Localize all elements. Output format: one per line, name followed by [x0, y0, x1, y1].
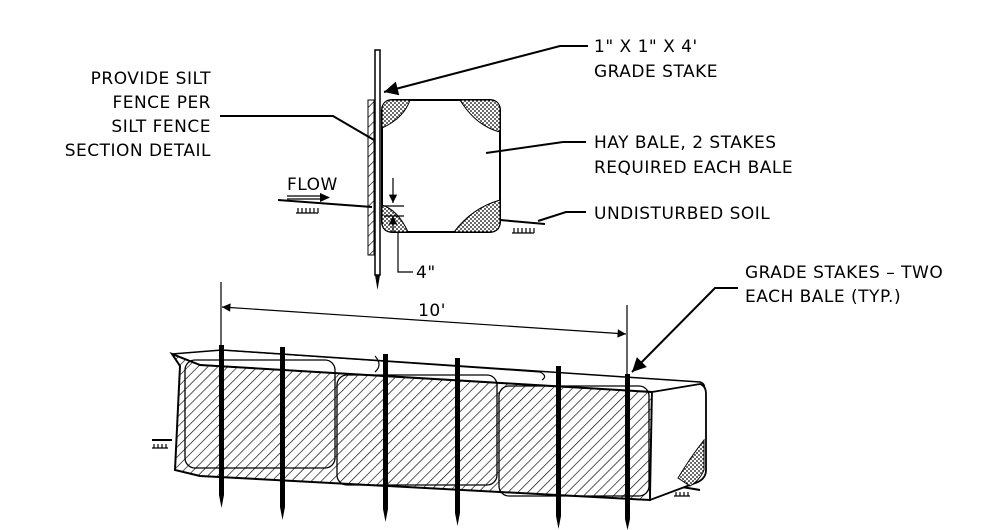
- stakes-leader: [631, 287, 738, 373]
- grade-stake: [219, 345, 224, 508]
- stakes-note-line: EACH BALE (TYP.): [745, 287, 901, 307]
- grade-stake-leader: [383, 45, 588, 96]
- bale-front-face: [169, 351, 654, 502]
- silt-fence-note: PROVIDE SILT FENCE PER SILT FENCE SECTIO…: [65, 69, 211, 161]
- hay-bale-section: [381, 99, 501, 233]
- ground-line: [277, 199, 546, 234]
- silt-fence-note-line: SECTION DETAIL: [65, 141, 211, 161]
- bale-end-face: [649, 383, 707, 502]
- embed-dimension-label: 4": [416, 263, 436, 283]
- grade-stake-note-line: 1" X 1" X 4': [594, 37, 698, 57]
- isometric-view: 10': [152, 282, 738, 530]
- soil-note: UNDISTURBED SOIL: [594, 204, 770, 224]
- hay-bale-note-line: REQUIRED EACH BALE: [594, 158, 793, 178]
- hay-bale-note: HAY BALE, 2 STAKES REQUIRED EACH BALE: [594, 133, 793, 178]
- spacing-dimension: [220, 282, 628, 374]
- grade-stake: [280, 347, 285, 520]
- silt-fence-note-line: SILT FENCE: [111, 117, 211, 137]
- grade-stake: [383, 354, 388, 522]
- grade-stake: [556, 366, 561, 529]
- spacing-dimension-label: 10': [418, 301, 446, 321]
- hay-bale-note-line: HAY BALE, 2 STAKES: [594, 133, 777, 153]
- grade-stakes: [219, 345, 630, 530]
- flow-label: FLOW: [287, 175, 338, 195]
- stakes-note: GRADE STAKES – TWO EACH BALE (TYP.): [745, 263, 943, 307]
- soil-leader: [537, 211, 586, 222]
- embed-dimension: [384, 178, 413, 273]
- stakes-note-line: GRADE STAKES – TWO: [745, 263, 943, 283]
- silt-fence-note-line: PROVIDE SILT: [91, 69, 211, 89]
- grade-stake: [455, 358, 460, 526]
- silt-fence-leader: [220, 115, 375, 141]
- flow-arrow: [287, 193, 330, 202]
- grade-stake-section: [374, 49, 381, 290]
- grade-stake-note-line: GRADE STAKE: [594, 62, 718, 82]
- hay-bale-leader: [485, 141, 586, 154]
- grade-stake-note: 1" X 1" X 4' GRADE STAKE: [594, 37, 718, 82]
- silt-fence-note-line: FENCE PER: [112, 93, 211, 113]
- section-view: FLOW 4": [220, 45, 588, 290]
- silt-fence-fabric: [367, 99, 375, 256]
- grade-stake: [625, 374, 630, 530]
